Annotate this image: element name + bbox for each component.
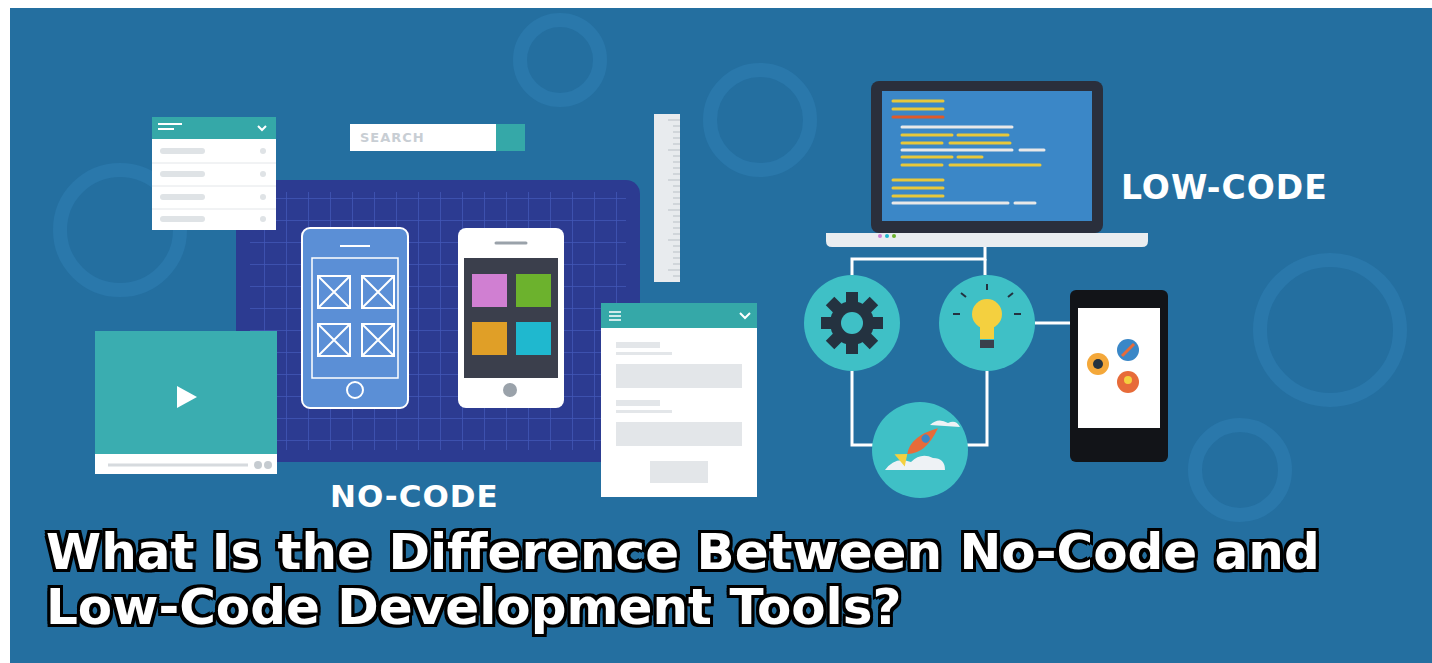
- wireframe-phone: [302, 228, 408, 408]
- lightbulb-icon: [939, 275, 1035, 371]
- mobile-phone: [1070, 290, 1168, 462]
- background: [10, 8, 1432, 663]
- page-title: What Is the Difference Between No-Code a…: [46, 525, 1421, 635]
- ruler: [654, 114, 680, 282]
- dropdown-panel: [152, 117, 276, 230]
- rocket-icon: [872, 402, 968, 498]
- section-label: LOW-CODE: [1121, 168, 1328, 207]
- gear-icon: [804, 275, 900, 371]
- laptop: [826, 81, 1148, 247]
- search-placeholder: SEARCH: [360, 130, 425, 145]
- search-bar: [350, 124, 525, 151]
- app-phone: [458, 228, 564, 408]
- section-label: NO-CODE: [330, 478, 499, 514]
- form-panel: [601, 303, 757, 497]
- video-player: [95, 331, 277, 474]
- tablet: [236, 180, 640, 462]
- background-gears: [60, 20, 1400, 515]
